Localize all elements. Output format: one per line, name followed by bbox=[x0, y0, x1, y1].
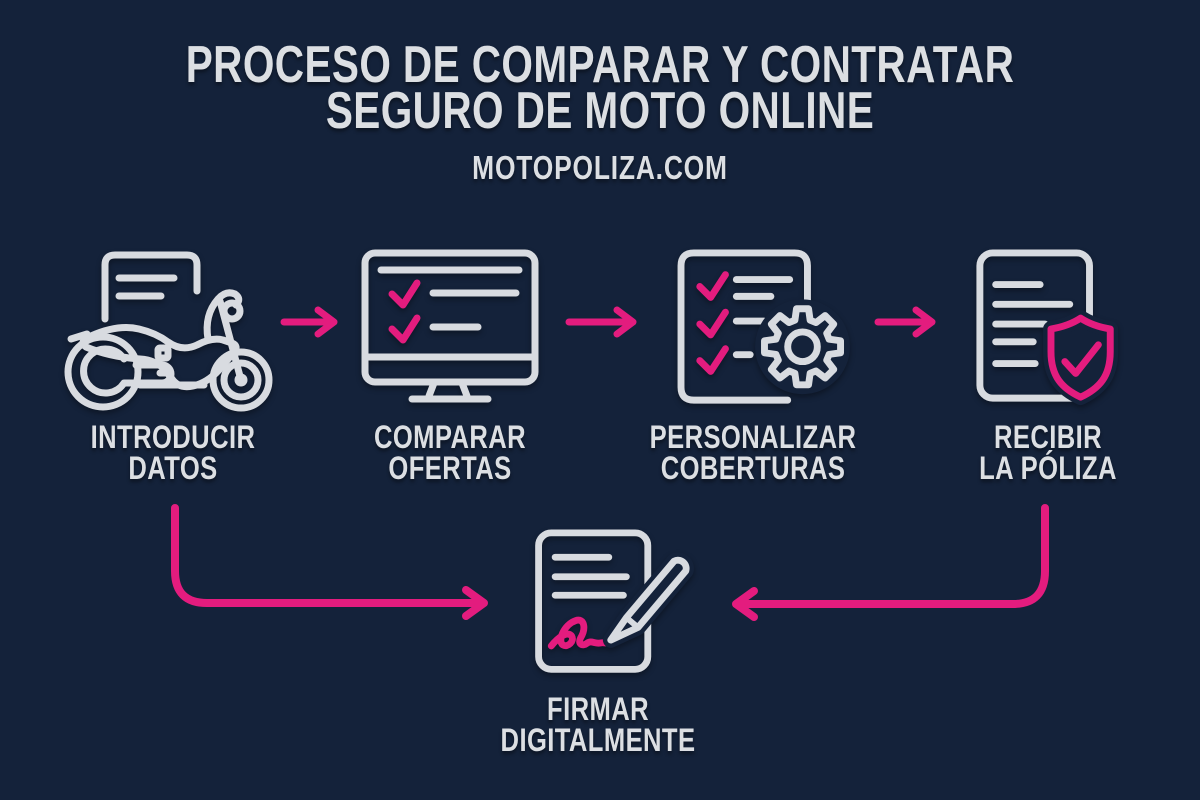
step-label-recibir-la-poliza: RECIBIR LA PÓLIZA bbox=[928, 419, 1168, 486]
elbow-arrows-to-final-step-icon bbox=[171, 504, 1049, 621]
title-line-2: SEGURO DE MOTO ONLINE bbox=[325, 82, 875, 140]
step-label-personalizar-coberturas: PERSONALIZAR COBERTURAS bbox=[633, 419, 873, 486]
document-shield-check-icon bbox=[976, 249, 1119, 406]
step-label-comparar-ofertas: COMPARAR OFERTAS bbox=[330, 419, 570, 486]
step-label-line: DATOS bbox=[128, 450, 218, 486]
arrow-step3-to-step4-icon bbox=[874, 306, 936, 338]
motorcycle-document-icon bbox=[64, 251, 273, 412]
document-signature-pen-icon bbox=[535, 529, 694, 673]
step-label-line: PERSONALIZAR bbox=[649, 419, 857, 455]
step-label-line: INTRODUCIR bbox=[90, 419, 256, 455]
step-label-line: LA PÓLIZA bbox=[979, 450, 1117, 486]
monitor-checklist-icon bbox=[361, 249, 539, 403]
page-title: PROCESO DE COMPARAR Y CONTRATAR SEGURO D… bbox=[132, 36, 1068, 140]
title-line-1: PROCESO DE COMPARAR Y CONTRATAR bbox=[185, 36, 1015, 94]
step-label-line: COBERTURAS bbox=[660, 450, 846, 486]
step-label-line: DIGITALMENTE bbox=[500, 722, 696, 758]
step-label-firmar-digitalmente: FIRMAR DIGITALMENTE bbox=[478, 691, 718, 758]
step-label-line: RECIBIR bbox=[993, 419, 1103, 455]
document-checklist-gear-icon bbox=[677, 249, 850, 404]
step-label-introducir-datos: INTRODUCIR DATOS bbox=[53, 419, 293, 486]
step-label-line: COMPARAR bbox=[373, 419, 527, 455]
site-name: MOTOPOLIZA.COM bbox=[472, 149, 728, 186]
arrow-step2-to-step3-icon bbox=[565, 306, 637, 338]
step-label-line: FIRMAR bbox=[547, 691, 649, 727]
arrow-step1-to-step2-icon bbox=[280, 306, 338, 338]
step-label-line: OFERTAS bbox=[388, 450, 512, 486]
